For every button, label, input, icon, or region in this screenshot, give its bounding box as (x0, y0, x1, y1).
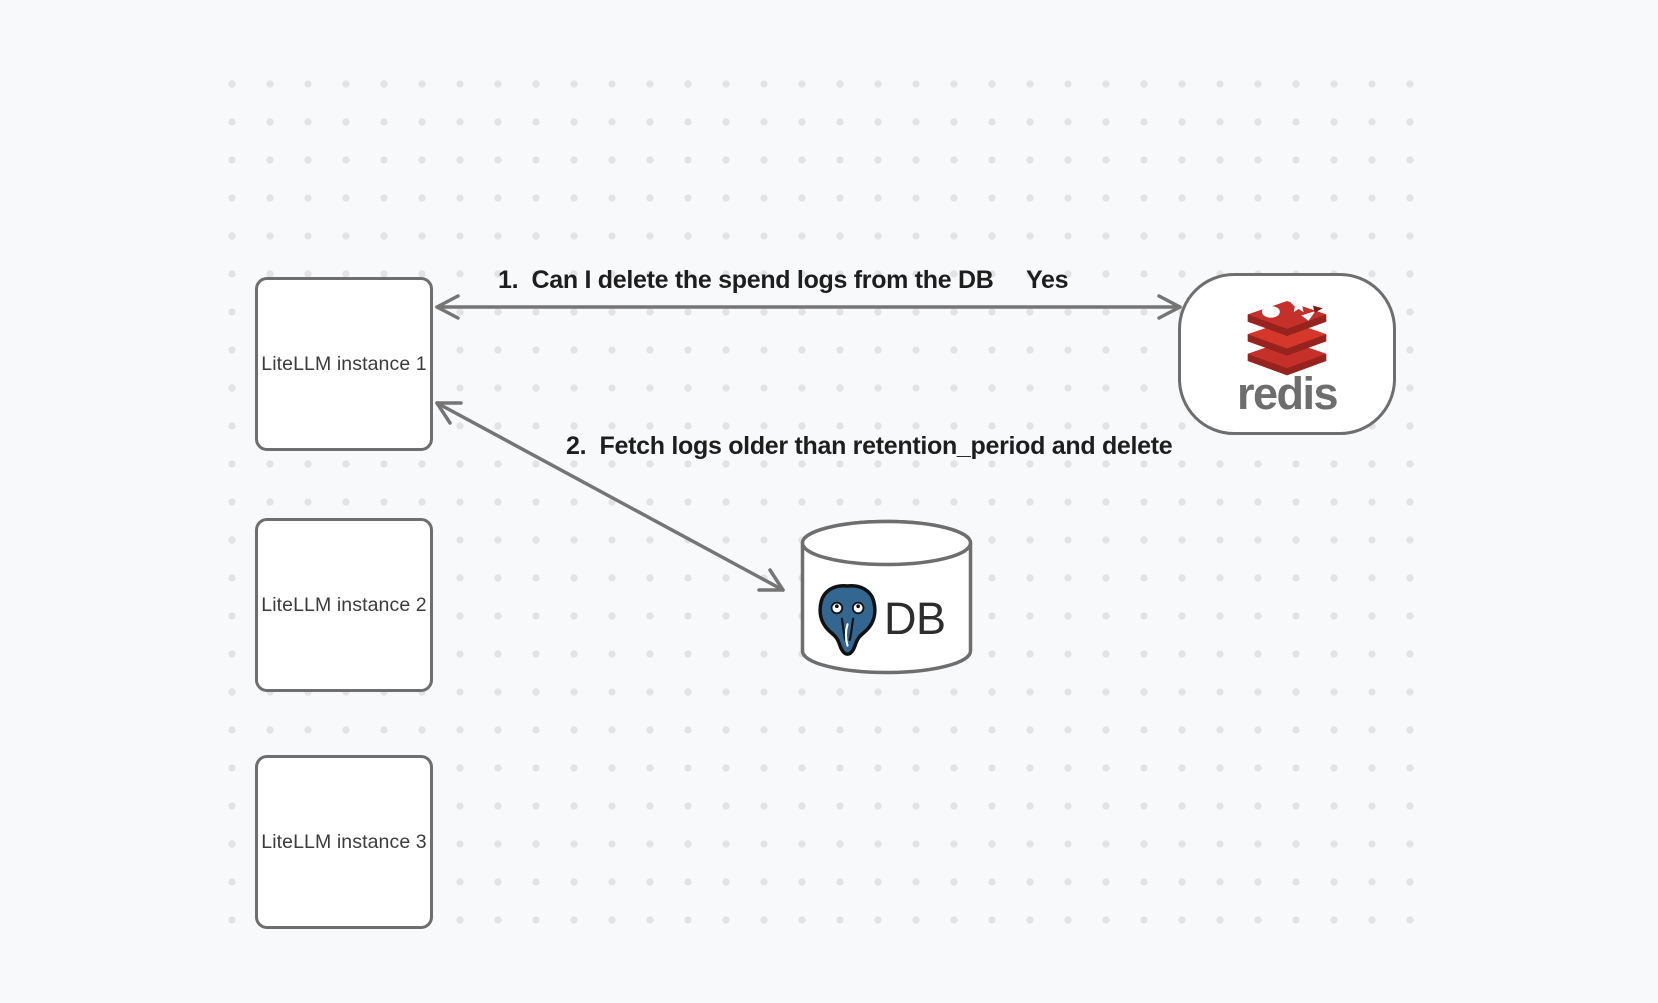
node-litellm-instance-1: LiteLLM instance 1 (255, 277, 433, 451)
db-label: DB (884, 593, 946, 644)
postgresql-elephant-icon (818, 584, 877, 656)
edge-answer-yes: Yes (1026, 266, 1069, 294)
node-label: LiteLLM instance 2 (261, 593, 427, 616)
edge-label-redis-query: 1. Can I delete the spend logs from the … (498, 266, 994, 294)
node-database: DB (799, 518, 974, 676)
node-litellm-instance-2: LiteLLM instance 2 (255, 518, 433, 692)
redis-wordmark: redis (1236, 368, 1339, 419)
node-redis: redis (1178, 273, 1396, 435)
node-label: LiteLLM instance 3 (261, 830, 427, 853)
node-label: LiteLLM instance 1 (261, 352, 427, 375)
node-litellm-instance-3: LiteLLM instance 3 (255, 755, 433, 929)
redis-logo-icon (1247, 296, 1327, 376)
edge-label-db-fetch: 2. Fetch logs older than retention_perio… (566, 432, 1173, 460)
